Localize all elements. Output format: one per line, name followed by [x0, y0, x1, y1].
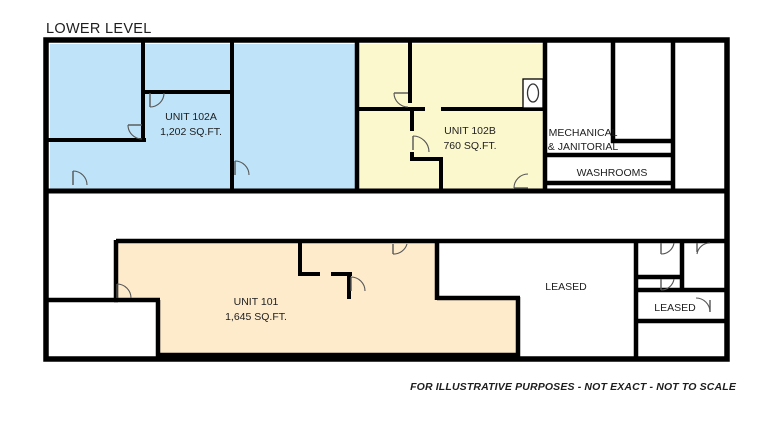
- door-102b-1: [393, 92, 409, 108]
- doors-group: [72, 92, 711, 313]
- unit-101-name: UNIT 101: [233, 296, 279, 308]
- unit-102a-name: UNIT 102A: [165, 111, 217, 123]
- door-102a-2: [127, 124, 143, 140]
- mechanical-janitorial-label: MECHANICAL & JANITORIAL: [548, 126, 618, 154]
- door-102a-1: [149, 92, 165, 108]
- door-102a-3: [72, 170, 88, 186]
- unit-102b-label: UNIT 102B 760 SQ.FT.: [443, 124, 496, 154]
- unit-102a-fill: [50, 44, 357, 189]
- toilet-fixture-icon: [526, 83, 540, 103]
- fixtures-group: [522, 78, 544, 109]
- washrooms-label-text: WASHROOMS: [576, 167, 648, 179]
- unit-102a-area: 1,202 SQ.FT.: [160, 126, 222, 138]
- leased-small-label: LEASED: [654, 301, 695, 316]
- unit-101-label: UNIT 101 1,645 SQ.FT.: [225, 295, 287, 325]
- walls-group: [43, 37, 730, 362]
- leased-main-text: LEASED: [545, 281, 587, 293]
- unit-fill-regions: [50, 44, 545, 355]
- mechanical-label-line1: MECHANICAL: [548, 127, 618, 139]
- door-leased-3: [660, 278, 675, 291]
- building-outline: [43, 37, 730, 362]
- door-101-2: [350, 276, 366, 292]
- unit-101-fill: [116, 242, 518, 355]
- leased-main-label: LEASED: [545, 280, 586, 295]
- unit-102a-label: UNIT 102A 1,202 SQ.FT.: [160, 110, 222, 140]
- door-leased-4: [695, 297, 711, 313]
- page-title: LOWER LEVEL: [46, 21, 152, 37]
- disclaimer-text: FOR ILLUSTRATIVE PURPOSES - NOT EXACT - …: [410, 381, 736, 393]
- door-101-1: [116, 283, 132, 299]
- mechanical-label-line2: & JANITORIAL: [547, 141, 619, 153]
- leased-small-text: LEASED: [654, 302, 696, 314]
- unit-102b-name: UNIT 102B: [444, 125, 496, 137]
- unit-102b-fill: [357, 44, 545, 189]
- unit-102b-area: 760 SQ.FT.: [443, 140, 497, 152]
- door-leased-1: [660, 242, 675, 255]
- door-102a-4: [234, 160, 250, 176]
- door-leased-2: [696, 242, 711, 255]
- washrooms-label: WASHROOMS: [577, 166, 648, 181]
- door-102b-2: [412, 135, 430, 153]
- door-102b-3: [513, 173, 529, 189]
- door-101-3: [392, 243, 408, 255]
- unit-101-area: 1,645 SQ.FT.: [225, 311, 287, 323]
